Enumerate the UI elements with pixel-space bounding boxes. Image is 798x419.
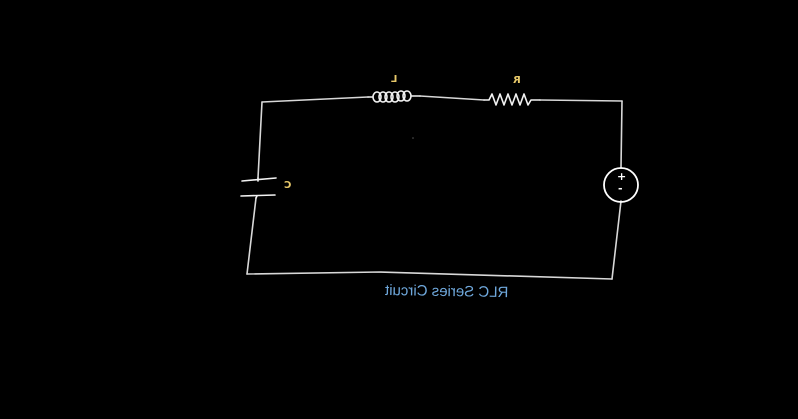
inductor-label: L xyxy=(391,74,398,85)
voltage-source-symbol xyxy=(603,167,639,203)
diagram-title: RLC Series Circuit xyxy=(384,281,509,302)
capacitor-symbol xyxy=(240,177,277,199)
source-minus-sign: - xyxy=(618,182,623,195)
capacitor-label: C xyxy=(284,180,292,191)
wire-top-right xyxy=(539,99,623,102)
resistor-label: R xyxy=(513,75,521,86)
wire-right-lower xyxy=(611,200,622,280)
wire-left-lower xyxy=(246,197,257,275)
wire-right-upper xyxy=(620,100,623,169)
wire-top-middle xyxy=(419,95,485,101)
resistor-symbol xyxy=(483,93,541,106)
inductor-symbol xyxy=(367,90,421,103)
wire-top-left xyxy=(261,96,369,103)
source-plus-sign: + xyxy=(617,170,627,183)
wire-left-upper xyxy=(257,101,263,179)
circuit-wires xyxy=(246,95,623,280)
wire-bottom xyxy=(246,271,613,280)
stray-dot xyxy=(412,137,414,139)
